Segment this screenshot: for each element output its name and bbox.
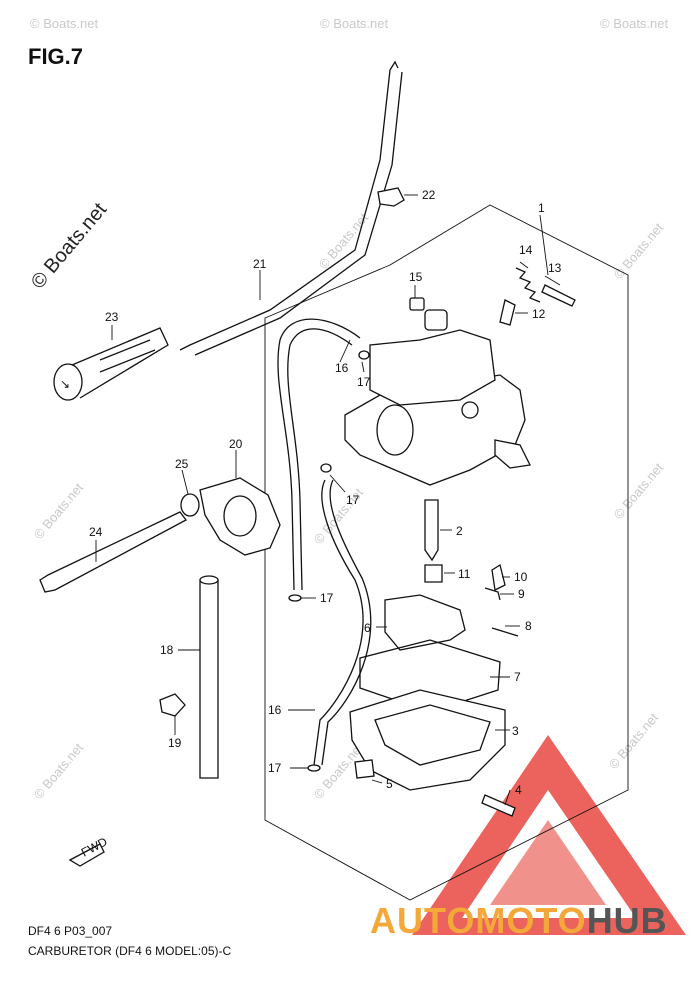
callout-21: 21 (253, 257, 267, 271)
callout-10: 10 (514, 570, 528, 584)
callout-11: 11 (458, 567, 471, 581)
watermark: © Boats.net (30, 16, 99, 31)
watermark: © Boats.net (31, 740, 87, 802)
watermark-group: © Boats.net © Boats.net © Boats.net © Bo… (27, 16, 669, 802)
callout-16: 16 (268, 703, 282, 717)
part-9-clip (484, 587, 501, 601)
callout-24: 24 (89, 525, 103, 539)
callout-20: 20 (229, 437, 243, 451)
fwd-arrow: FWD (68, 834, 110, 867)
callout-12: 12 (532, 307, 546, 321)
part-17-clamp (320, 463, 332, 473)
part-6-float (384, 594, 466, 651)
callout-4: 4 (515, 783, 522, 797)
watermark: © Boats.net (600, 16, 669, 31)
callout-2: 2 (456, 524, 463, 538)
callout-17: 17 (346, 493, 360, 507)
part-16-hose-upper (277, 318, 361, 591)
watermark: © Boats.net (320, 16, 389, 31)
logo-triangle (412, 735, 686, 935)
part-7-float-bowl-gasket (359, 639, 501, 713)
watermark: © Boats.net (606, 710, 662, 772)
callout-labels: 1 2 3 4 5 6 7 8 9 10 11 12 13 14 15 16 1… (89, 188, 562, 797)
part-8-float-pin (491, 627, 519, 637)
callout-15: 15 (409, 270, 423, 284)
svg-text:↘: ↘ (60, 377, 70, 391)
figure-caption: CARBURETOR (DF4 6 MODEL:05)-C (28, 944, 232, 958)
part-11-main-jet (424, 564, 443, 583)
part-17-clamp (288, 594, 302, 602)
part-25-washer (180, 493, 200, 517)
watermark-large: © Boats.net (27, 198, 111, 293)
callout-7: 7 (514, 670, 521, 684)
callout-17: 17 (268, 761, 282, 775)
part-14-spring (515, 267, 541, 303)
callout-17: 17 (357, 375, 371, 389)
callout-14: 14 (519, 243, 533, 257)
leader-lines (95, 194, 561, 806)
callout-8: 8 (525, 619, 532, 633)
callout-3: 3 (512, 724, 519, 738)
callout-9: 9 (518, 587, 525, 601)
part-24-bolt (39, 511, 187, 593)
part-17-clamp (307, 764, 321, 772)
callout-17: 17 (320, 591, 334, 605)
part-23-choke-knob: ↘ (53, 327, 169, 401)
callout-6: 6 (364, 621, 371, 635)
part-15-plug (409, 297, 425, 311)
callout-23: 23 (105, 310, 119, 324)
assembly-frame (264, 204, 629, 901)
logo-auto: AUTO (370, 900, 476, 941)
part-16-hose-lower (313, 479, 372, 766)
part-20-gasket (199, 477, 281, 556)
part-21-linkage-rod-inner (194, 71, 403, 356)
logo-moto: MOTO (475, 900, 587, 941)
callout-16: 16 (335, 361, 349, 375)
automotohub-logo: AUTOMOTOHUB (370, 900, 668, 942)
part-17-clamp (358, 350, 370, 360)
part-18-tube (199, 579, 219, 779)
part-12-screw (499, 299, 516, 326)
part-5-screw (354, 759, 375, 779)
callout-18: 18 (160, 643, 174, 657)
part-2-needle-jet (424, 499, 439, 562)
part-19-clip (159, 693, 186, 717)
watermark: © Boats.net (611, 460, 667, 522)
callout-22: 22 (422, 188, 436, 202)
part-13-screw (541, 284, 576, 307)
callout-1: 1 (538, 201, 545, 215)
figure-title: FIG.7 (28, 44, 84, 69)
part-22-clip (377, 187, 405, 207)
watermark: © Boats.net (611, 220, 667, 282)
part-10-float-valve (491, 563, 506, 591)
callout-13: 13 (548, 261, 562, 275)
callout-25: 25 (175, 457, 189, 471)
figure-code: DF4 6 P03_007 (28, 924, 113, 938)
watermark: © Boats.net (31, 480, 87, 542)
callout-5: 5 (386, 777, 393, 791)
logo-hub: HUB (586, 900, 668, 941)
part-21-linkage-rod (179, 60, 399, 351)
callout-19: 19 (168, 736, 182, 750)
carburetor-body (344, 309, 531, 486)
